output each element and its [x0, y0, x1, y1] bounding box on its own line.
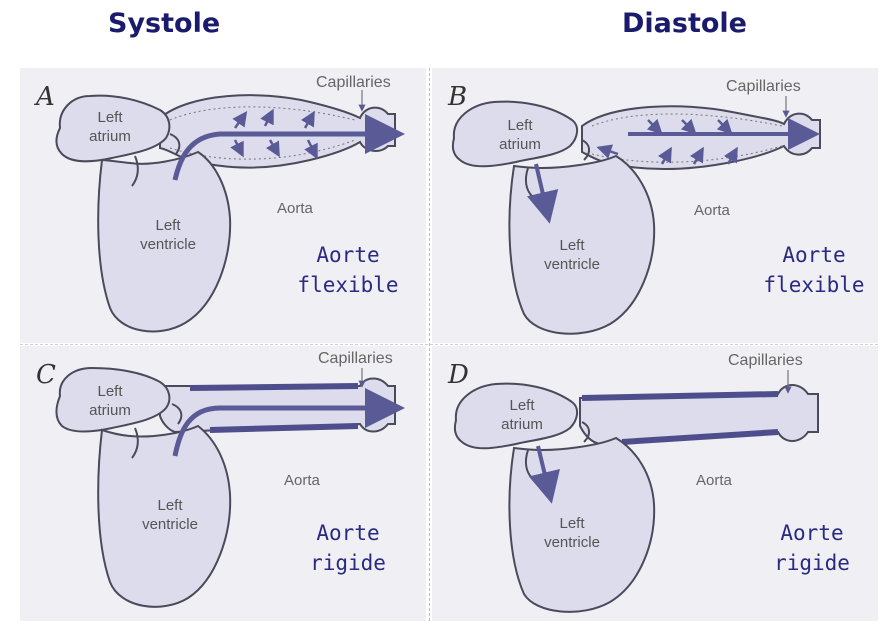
panel-b: B Left atrium Left ventricle Capillaries…: [432, 68, 878, 343]
left-ventricle-shape: [97, 424, 232, 608]
left-atrium-shape: [55, 94, 171, 163]
aorta-label: Aorta: [284, 472, 320, 489]
aortic-valve: [169, 133, 181, 155]
aortic-valve: [581, 421, 590, 443]
horizontal-divider: [20, 344, 878, 345]
heart-diagram-d: [453, 370, 819, 613]
wall-recoil-arrows: [596, 118, 738, 165]
left-atrium-label: Left atrium: [89, 109, 131, 145]
capillaries-label: Capillaries: [318, 350, 393, 367]
left-ventricle-label: Left ventricle: [142, 497, 198, 533]
rigid-aorta-wall-bottom: [209, 423, 359, 433]
left-ventricle-label: Left ventricle: [140, 217, 196, 253]
capillaries-label: Capillaries: [726, 78, 801, 95]
heart-diagram-b: [451, 96, 821, 335]
note-line-1: Aorte: [782, 243, 846, 267]
wall-expansion-arrows: [230, 108, 318, 160]
aorta-label: Aorta: [277, 200, 313, 217]
diastole-header: Diastole: [622, 8, 747, 39]
aorta-label: Aorta: [694, 202, 730, 219]
panel-c: C Left atrium Left ventricle Capillaries…: [20, 346, 426, 621]
ventricle-filling-arrow: [527, 163, 559, 224]
panel-d: D Left atrium Left ventricle Capillaries…: [432, 346, 878, 621]
left-atrium-shape: [451, 100, 578, 168]
mitral-valve: [131, 155, 139, 187]
left-ventricle-label: Left ventricle: [544, 515, 600, 551]
panel-letter-a: A: [36, 82, 55, 112]
mitral-valve: [131, 427, 139, 459]
note-line-2: flexible: [763, 273, 865, 297]
left-ventricle-label: Left ventricle: [544, 237, 600, 273]
panel-a: A Left atrium Left ventricle Capillaries…: [20, 68, 426, 343]
aorta-lumen-dotted: [169, 106, 356, 160]
aorta-type-note: Aorte flexible: [288, 240, 408, 300]
aorta-type-note: Aorte rigide: [752, 518, 872, 578]
rigid-aorta-wall-top: [581, 391, 779, 401]
rigid-aorta-wall-top: [189, 383, 359, 391]
aortic-valve: [171, 403, 183, 425]
capillaries-label: Capillaries: [728, 352, 803, 369]
panel-letter-b: B: [448, 82, 468, 112]
aorta-label: Aorta: [696, 472, 732, 489]
blood-flow-arrow: [172, 388, 405, 457]
aorta-type-note: Aorte rigide: [288, 518, 408, 578]
capillaries-label: Capillaries: [316, 74, 391, 91]
aortic-valve: [581, 139, 590, 161]
left-atrium-shape: [55, 366, 171, 433]
blood-flow-arrow: [172, 114, 405, 181]
left-atrium-label: Left atrium: [499, 117, 541, 153]
note-line-1: Aorte: [316, 243, 380, 267]
left-atrium-label: Left atrium: [501, 397, 543, 433]
note-line-2: rigide: [774, 551, 850, 575]
aorta-type-note: Aorte flexible: [754, 240, 874, 300]
note-line-1: Aorte: [316, 521, 380, 545]
heart-diagram-c: [55, 366, 405, 608]
aorta-shape: [159, 377, 396, 434]
panel-letter-d: D: [448, 360, 469, 390]
note-line-2: flexible: [297, 273, 399, 297]
panel-letter-c: C: [36, 360, 56, 390]
left-atrium-shape: [453, 382, 578, 450]
aorta-lumen-dotted: [591, 113, 783, 163]
ventricle-filling-arrow: [528, 445, 560, 504]
systole-header: Systole: [108, 8, 221, 39]
rigid-aorta-wall-bottom: [621, 429, 779, 445]
note-line-1: Aorte: [780, 521, 844, 545]
left-atrium-label: Left atrium: [89, 383, 131, 419]
heart-diagram-a: [55, 90, 405, 333]
note-line-2: rigide: [310, 551, 386, 575]
